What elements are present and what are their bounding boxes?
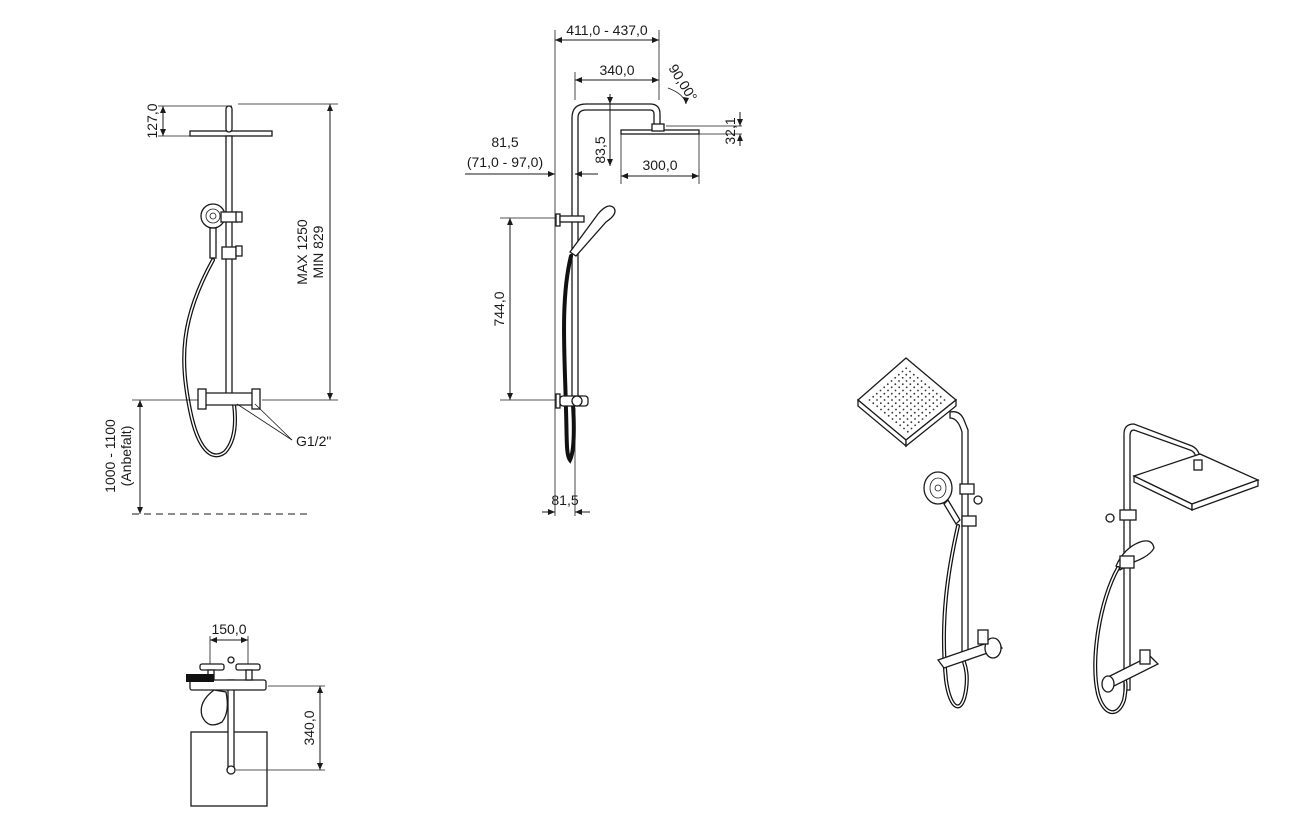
iso-left-head-top [856, 357, 958, 441]
front-thread-label: G1/2" [296, 433, 331, 449]
front-slider [221, 246, 237, 260]
side-head-drop-label: 83,5 [592, 136, 608, 163]
top-depth-label: 340,0 [301, 710, 317, 745]
side-head-width-label: 300,0 [642, 157, 677, 173]
top-hand-shower [200, 689, 228, 726]
side-reach-label: 411,0 - 437,0 [566, 22, 648, 38]
top-arm [227, 679, 235, 771]
top-spacing-label: 150,0 [211, 621, 246, 637]
front-view: 127,0 MAX 1250 MIN 829 1000 - 1100 (Anbe… [102, 103, 338, 515]
side-wall-offset-range-label: (71,0 - 97,0) [467, 154, 543, 170]
front-head-height-label: 127,0 [144, 103, 160, 138]
top-lever [186, 674, 214, 682]
side-hand-shower [569, 205, 616, 257]
iso-left-head-nozzles [868, 367, 946, 433]
top-mixer [189, 679, 267, 691]
side-wall-bracket-top [559, 215, 585, 223]
side-view: 411,0 - 437,0 340,0 90,00° 32,1 83,5 300… [465, 22, 743, 516]
front-mixer-body [199, 392, 259, 406]
iso-left-riser [949, 411, 969, 661]
side-hose [562, 254, 576, 464]
iso-left-hand-shower [923, 471, 953, 505]
top-view: 150,0 340,0 [186, 621, 325, 807]
side-bracket-spacing-label: 744,0 [491, 291, 507, 326]
side-riser-arm [571, 103, 661, 401]
front-hand-handle [209, 227, 217, 259]
front-riser-pipe [225, 135, 233, 405]
front-max-height-label: MAX 1250 [294, 219, 310, 285]
side-angle-label: 90,00° [665, 61, 700, 104]
side-head-thickness-label: 32,1 [722, 117, 738, 144]
front-mount-height-label: 1000 - 1100 [102, 419, 118, 493]
side-arm-label: 340,0 [599, 62, 634, 78]
front-mount-note-label: (Anbefalt) [118, 426, 134, 487]
iso-view-left [856, 357, 1004, 709]
front-head-connector [225, 105, 233, 133]
side-wall-offset-label: 81,5 [491, 134, 518, 150]
side-bottom-offset-label: 81,5 [551, 492, 578, 508]
iso-view-right [1093, 423, 1260, 714]
front-min-height-label: MIN 829 [310, 225, 326, 278]
